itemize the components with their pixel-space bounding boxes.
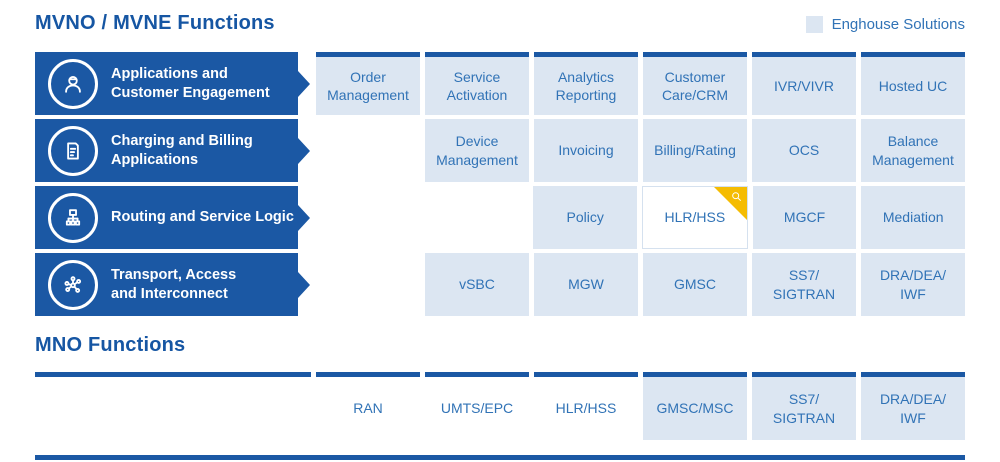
legend-label: Enghouse Solutions <box>831 16 965 33</box>
cell-empty <box>316 186 420 249</box>
cell-mgcf: MGCF <box>752 186 857 249</box>
grid-row-routing: Routing and Service Logic Policy HLR/HSS… <box>35 186 966 249</box>
cell-empty <box>425 186 529 249</box>
mno-section-title: MNO Functions <box>35 334 186 356</box>
cell-billing-rating: Billing/Rating <box>643 119 747 182</box>
cell-invoicing: Invoicing <box>534 119 638 182</box>
cell-device-management: Device Management <box>425 119 529 182</box>
mno-cell-dra-dea-iwf: DRA/DEA/ IWF <box>861 372 965 440</box>
cell-text: HLR/HSS <box>664 209 726 226</box>
row-label-text: Charging and Billing Applications <box>111 133 253 168</box>
cell-analytics-reporting: Analytics Reporting <box>534 52 638 115</box>
row-label-applications: Applications and Customer Engagement <box>35 52 298 115</box>
cell-service-activation: Service Activation <box>425 52 529 115</box>
mno-cell-umts-epc: UMTS/EPC <box>425 372 529 440</box>
legend: Enghouse Solutions <box>805 16 965 33</box>
cell-ocs: OCS <box>752 119 856 182</box>
cell-order-management: Order Management <box>316 52 420 115</box>
cell-ivr-vivr: IVR/VIVR <box>752 52 856 115</box>
highlight-corner <box>713 187 747 220</box>
mno-cell-ran: RAN <box>316 372 420 440</box>
grid-row-charging-billing: Charging and Billing Applications Device… <box>35 119 965 182</box>
cell-hosted-uc: Hosted UC <box>861 52 965 115</box>
mvno-section-title: MVNO / MVNE Functions <box>35 12 275 34</box>
cell-vsbc: vSBC <box>425 253 529 316</box>
mno-grid: RAN UMTS/EPC HLR/HSS GMSC/MSC SS7/ SIGTR… <box>35 372 965 440</box>
cell-dra-dea-iwf: DRA/DEA/ IWF <box>861 253 965 316</box>
row-label-charging-billing: Charging and Billing Applications <box>35 119 298 182</box>
row-label-transport: Transport, Access and Interconnect <box>35 253 298 316</box>
cell-balance-management: Balance Management <box>861 119 965 182</box>
cell-mgw: MGW <box>534 253 638 316</box>
invoice-icon <box>48 125 98 176</box>
cell-gmsc: GMSC <box>643 253 747 316</box>
mno-cell-hlr-hss: HLR/HSS <box>534 372 638 440</box>
hub-icon <box>48 259 98 310</box>
cell-mediation: Mediation <box>861 186 966 249</box>
cell-ss7-sigtran: SS7/ SIGTRAN <box>752 253 856 316</box>
network-tree-icon <box>48 192 98 243</box>
mvno-grid: Applications and Customer Engagement Ord… <box>35 52 966 316</box>
row-label-text: Applications and Customer Engagement <box>111 66 270 101</box>
cell-empty <box>316 119 420 182</box>
cell-hlr-hss-highlighted[interactable]: HLR/HSS <box>642 186 748 249</box>
row-label-text: Routing and Service Logic <box>111 209 294 226</box>
row-label-routing: Routing and Service Logic <box>35 186 298 249</box>
person-icon <box>48 58 98 109</box>
mno-label-bar <box>35 372 311 440</box>
light-blue-square-swatch-icon <box>805 16 823 33</box>
cell-policy: Policy <box>533 186 638 249</box>
bottom-divider-bar <box>35 455 965 460</box>
row-label-text: Transport, Access and Interconnect <box>111 267 237 302</box>
grid-row-transport: Transport, Access and Interconnect vSBC … <box>35 253 965 316</box>
mno-cell-gmsc-msc: GMSC/MSC <box>643 372 747 440</box>
cell-customer-care-crm: Customer Care/CRM <box>643 52 747 115</box>
grid-row-applications: Applications and Customer Engagement Ord… <box>35 52 965 115</box>
cell-empty <box>316 253 420 316</box>
mno-cell-ss7-sigtran: SS7/ SIGTRAN <box>752 372 856 440</box>
search-icon[interactable] <box>730 190 743 203</box>
